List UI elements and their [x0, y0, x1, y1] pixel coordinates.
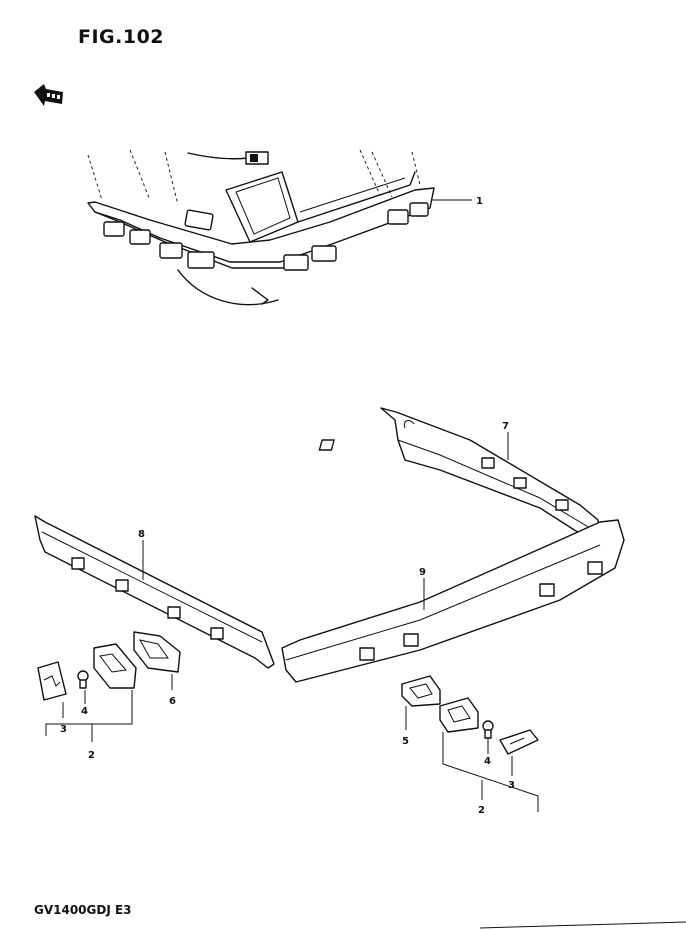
model-code: GV1400GDJ E3 [34, 903, 132, 917]
callout-3-left: 3 [60, 724, 67, 735]
figure-title: FIG.102 [78, 26, 165, 48]
part-8-left-rail [34, 515, 275, 669]
callout-5: 5 [402, 736, 409, 747]
callout-2-right: 2 [478, 805, 485, 816]
left-light-assembly [37, 631, 181, 742]
callout-6: 6 [169, 696, 176, 707]
callout-3-right: 3 [508, 780, 515, 791]
callout-8: 8 [138, 529, 145, 540]
part-9-rear-bumper [281, 519, 625, 683]
bottom-edge-line [479, 921, 686, 929]
callout-7: 7 [502, 421, 509, 432]
callout-2-left: 2 [88, 750, 95, 761]
callout-4-right: 4 [484, 756, 491, 767]
right-light-assembly [401, 675, 539, 812]
callout-9: 9 [419, 567, 426, 578]
callout-1: 1 [476, 196, 483, 207]
part-7-right-side-guard [318, 407, 601, 541]
front-direction-arrow-icon [34, 84, 63, 106]
motorcycle-rear-overview [87, 149, 472, 306]
callout-4-left: 4 [81, 706, 88, 717]
